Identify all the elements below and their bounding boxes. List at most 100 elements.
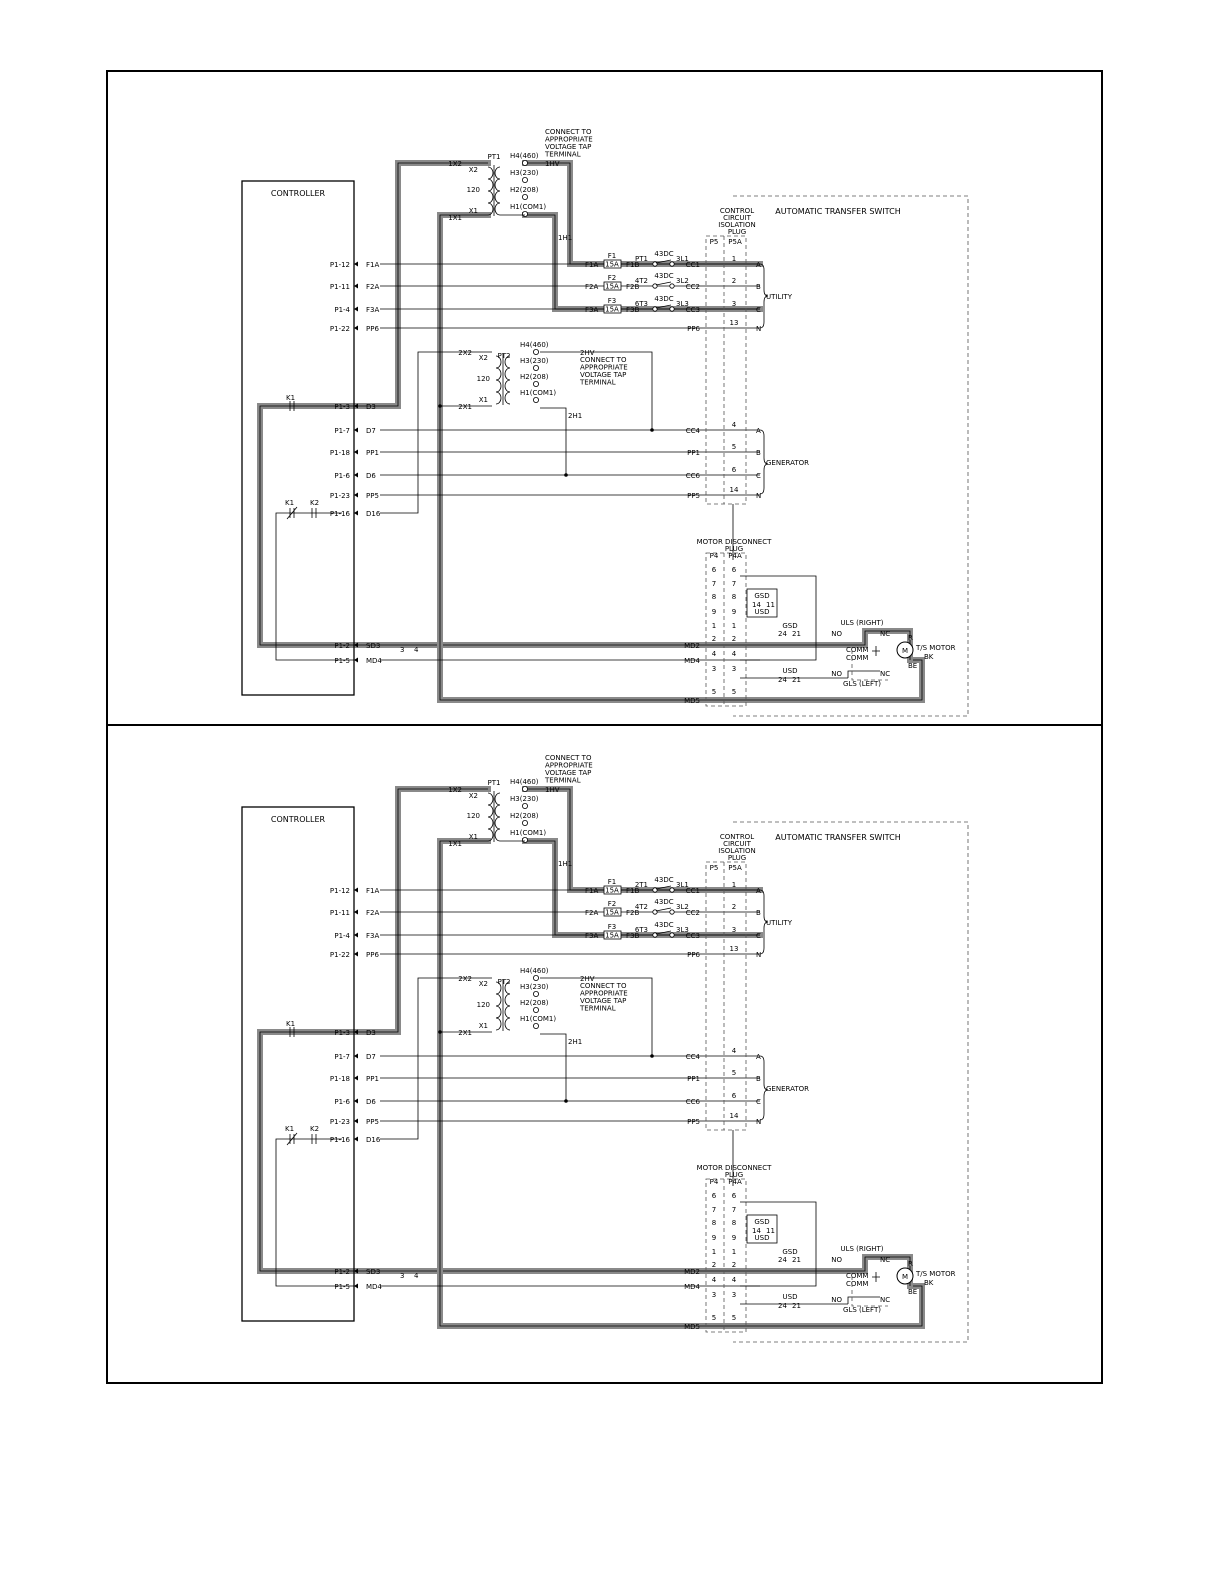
pt1-tap xyxy=(522,785,529,792)
motor-pin-left: 2 xyxy=(712,635,716,643)
utility-term-label: CC2 xyxy=(686,909,700,917)
controller-pin: P1-22 xyxy=(330,325,350,333)
wire-2hv xyxy=(540,977,653,1056)
fuse xyxy=(603,907,622,917)
controller-wire-label: PP6 xyxy=(366,325,379,333)
relay-label-k1-lower: K1 xyxy=(285,499,294,507)
transformer-pt2: PT22X22X1X2120X1H4(460)H3(230)H2(208)H1(… xyxy=(458,967,627,1037)
motor-pin-right: 5 xyxy=(732,688,736,696)
pt1-tap-label: H1(COM1) xyxy=(510,829,546,837)
pin-arrow xyxy=(354,887,358,893)
generator-pin: 6 xyxy=(732,1092,737,1100)
pt1-wire-1h1: 1H1 xyxy=(558,234,572,242)
relay-usd: USD xyxy=(755,1234,770,1242)
wire-label-2h1: 2H1 xyxy=(568,412,582,420)
wire-2h1 xyxy=(540,1033,567,1101)
motor-pin-right: 9 xyxy=(732,608,736,616)
controller-pin: P1-22 xyxy=(330,951,350,959)
fuse-in-label: F3A xyxy=(585,932,598,940)
generator-phase: N xyxy=(756,1118,761,1126)
pt1-wire-1hv: 1HV xyxy=(545,786,560,794)
controller-wire-label: PP1 xyxy=(366,449,379,457)
contact-right-label: 3L3 xyxy=(676,926,689,934)
motor-pin-left: 4 xyxy=(712,1276,717,1284)
controller-wire-label: F3A xyxy=(366,932,379,940)
control-plug-label: CIRCUIT xyxy=(723,214,752,222)
wire-gls xyxy=(847,670,880,678)
relay-coil-box xyxy=(746,1214,778,1244)
contact-arm xyxy=(655,281,672,286)
motor-pin-left: 6 xyxy=(712,566,717,574)
controller-pin: P1-4 xyxy=(334,306,350,314)
motor-m: M xyxy=(902,1273,908,1281)
utility-phase: N xyxy=(756,325,761,333)
contact-num: 24 xyxy=(778,630,787,638)
utility-pin: 3 xyxy=(732,926,736,934)
uls-no: NO xyxy=(831,630,842,638)
gls-label: GLS (LEFT) xyxy=(843,1306,881,1314)
pt2-tap xyxy=(533,396,540,403)
pin-arrow xyxy=(354,951,358,957)
motor-pin-right: 5 xyxy=(732,1314,736,1322)
contact-terminal xyxy=(652,283,658,289)
relay-label-k1-lower: K1 xyxy=(285,1125,294,1133)
utility-phase: A xyxy=(756,887,761,895)
motor-pin-left: 2 xyxy=(712,1261,716,1269)
ats-label: AUTOMATIC TRANSFER SWITCH xyxy=(775,833,900,842)
control-plug-label: PLUG xyxy=(728,228,746,236)
transformer-pt1: PT11X21X1X2120X1H4(460)H3(230)H2(208)H1(… xyxy=(448,128,592,242)
motor-pin-right: 4 xyxy=(732,650,737,658)
utility-phase: C xyxy=(756,306,761,314)
motor-pin-left: 6 xyxy=(712,1192,717,1200)
fuse xyxy=(603,930,622,940)
fuse-rating: 15A xyxy=(605,306,619,314)
pt1-tap xyxy=(522,836,529,843)
generator-term-label: CC6 xyxy=(686,472,701,480)
pt2-tap xyxy=(533,990,540,997)
pt2-coil xyxy=(495,981,502,995)
motor-symbol xyxy=(896,1267,914,1285)
ats-box xyxy=(733,821,969,1343)
motor-label: T/S MOTOR xyxy=(915,1270,956,1278)
fuse-name: F2 xyxy=(608,900,616,908)
pt1-coil xyxy=(494,804,501,818)
pt2-x2: X2 xyxy=(479,980,488,988)
plug-header-p4: P4 xyxy=(710,552,719,560)
motor-pin-right: 7 xyxy=(732,1206,736,1214)
controller-wire-label: D16 xyxy=(366,1136,381,1144)
motor-term-bk: BK xyxy=(924,653,934,661)
generator-pin: 4 xyxy=(732,1047,737,1055)
motor-pin-left: 8 xyxy=(712,1219,716,1227)
generator-label: GENERATOR xyxy=(766,459,809,467)
controller-pin: P1-18 xyxy=(330,449,350,457)
pt2-coil xyxy=(495,1017,502,1031)
pin-arrow xyxy=(354,403,358,409)
junction-dot xyxy=(564,473,568,477)
controller-pin: P1-5 xyxy=(334,1283,350,1291)
pin-arrow xyxy=(354,1029,358,1035)
controller-wire-label: D3 xyxy=(366,403,376,411)
relay-label-k2: K2 xyxy=(310,1125,319,1133)
power-path xyxy=(257,403,913,648)
pt1-name: PT1 xyxy=(488,153,501,161)
power-path-core xyxy=(354,162,488,407)
pt2-tap xyxy=(533,380,540,387)
motor-term-r: R xyxy=(908,634,913,642)
motor-pin-left: 1 xyxy=(712,622,716,630)
contact-num: 21 xyxy=(792,630,801,638)
pt2-120: 120 xyxy=(477,1001,490,1009)
generator-phase: B xyxy=(756,449,761,457)
controller-pin: P1-23 xyxy=(330,1118,350,1126)
utility-phase: A xyxy=(756,261,761,269)
generator-phase: N xyxy=(756,492,761,500)
comm-label-2: COMM xyxy=(846,654,868,662)
controller-wire-label: D3 xyxy=(366,1029,376,1037)
utility-pin: 13 xyxy=(730,319,739,327)
pt1-tap-label: H4(460) xyxy=(510,778,539,786)
controller-pin: P1-5 xyxy=(334,657,350,665)
fuse-rating: 15A xyxy=(605,887,619,895)
pin-arrow xyxy=(354,932,358,938)
